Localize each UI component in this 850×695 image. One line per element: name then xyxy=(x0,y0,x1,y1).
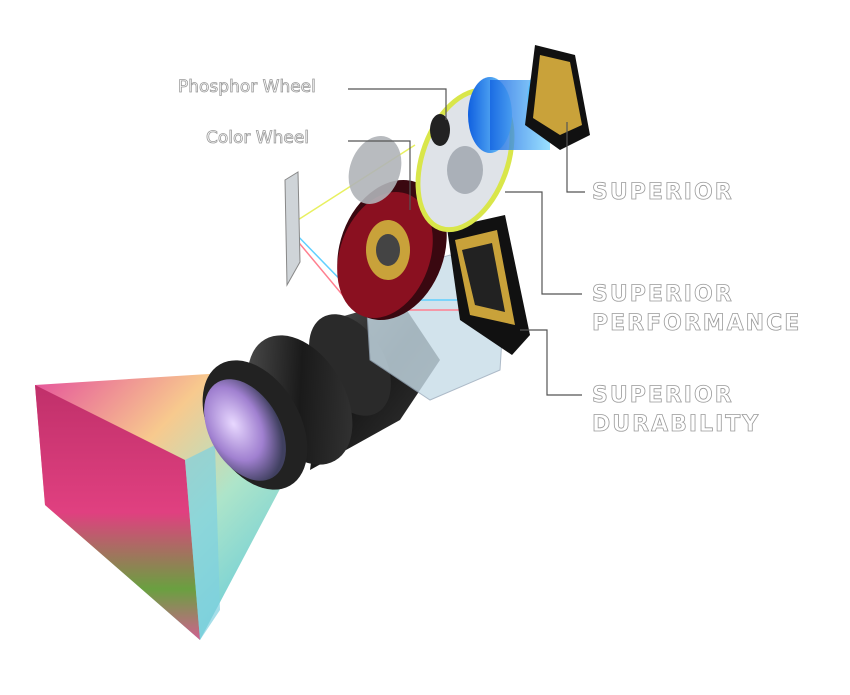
callout-3-line-1: SUPERIOR xyxy=(592,383,734,409)
condenser-lens xyxy=(348,136,402,204)
color-wheel xyxy=(337,180,447,320)
callout-2-line-1: SUPERIOR xyxy=(592,282,734,308)
callout-1-line-1: SUPERIOR xyxy=(592,180,734,206)
phosphor-wheel-label: Phosphor Wheel xyxy=(178,77,317,98)
color-wheel-label: Color Wheel xyxy=(206,128,310,149)
laser-module xyxy=(525,45,590,150)
callout-superior-durability: SUPERIOR DURABILITY xyxy=(592,381,760,439)
callout-superior: SUPERIOR xyxy=(592,178,734,207)
callout-3-line-2: DURABILITY xyxy=(592,412,761,438)
leader-lines xyxy=(348,88,585,396)
dmd-chip xyxy=(447,215,530,355)
callout-2-line-2: PERFORMANCE xyxy=(592,311,802,337)
mirror xyxy=(284,171,301,287)
callout-superior-performance: SUPERIOR PERFORMANCE xyxy=(592,280,801,338)
projection-screen-image xyxy=(35,385,200,640)
projection-lens xyxy=(202,300,440,490)
screen-edge xyxy=(185,445,220,640)
